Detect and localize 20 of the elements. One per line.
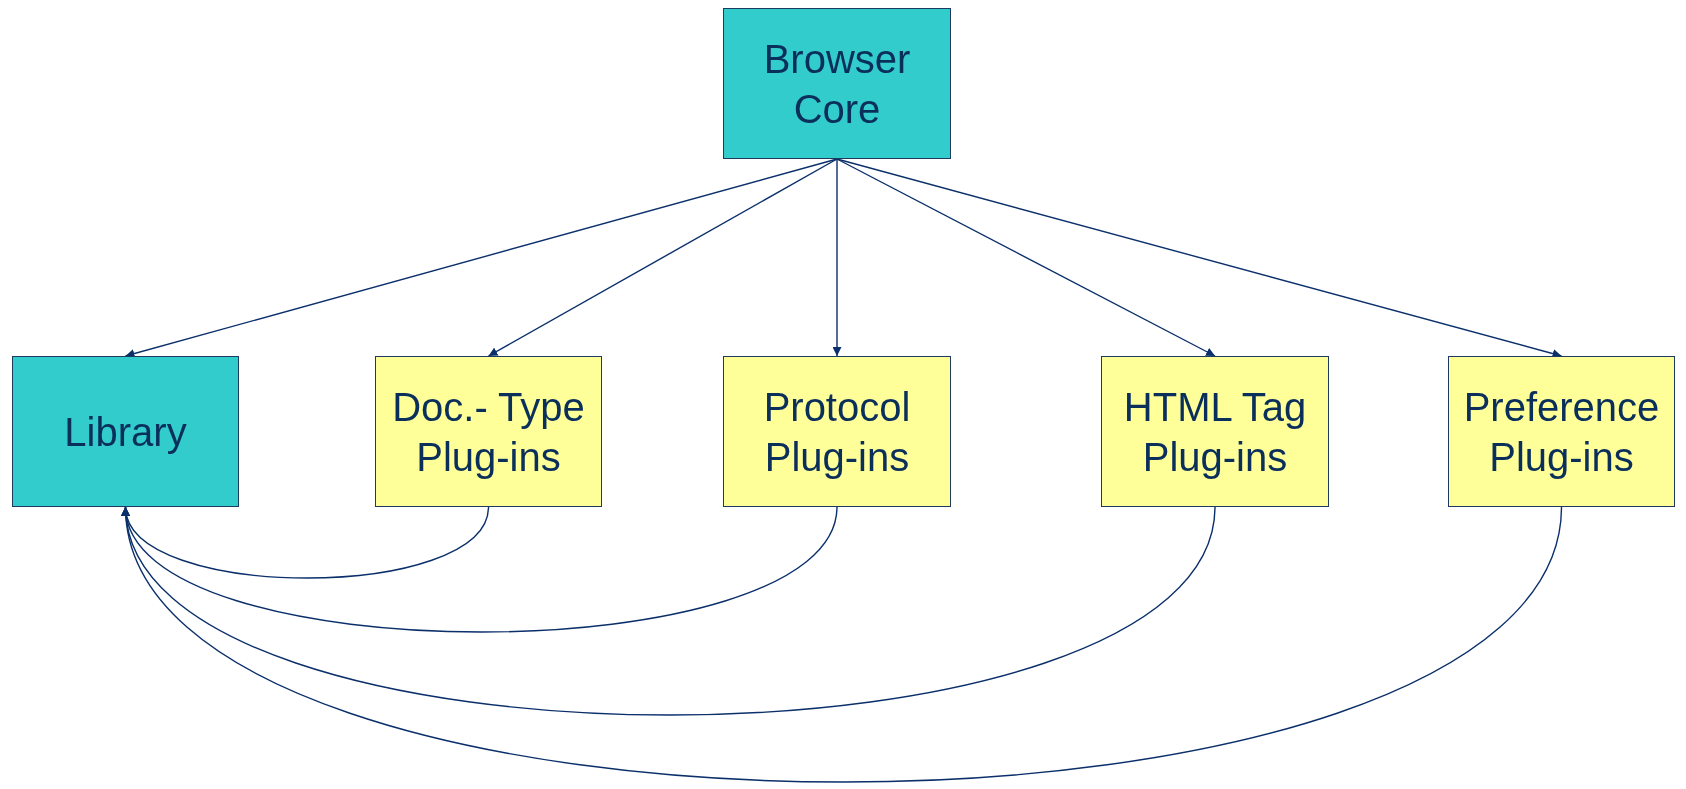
component-box [723, 8, 951, 159]
arrow [124, 506, 838, 633]
arrow [124, 506, 1216, 716]
plugin-box [375, 356, 602, 507]
box-label: HTML Tag Plug-ins [1122, 383, 1308, 481]
arrow [836, 158, 1563, 358]
arrow [836, 158, 1216, 357]
arrow [124, 506, 490, 579]
plugin-box [723, 356, 951, 507]
component-box [12, 356, 239, 507]
arrow [832, 158, 842, 357]
arrow [487, 158, 838, 357]
plugin-box [1101, 356, 1329, 507]
arrow [124, 158, 838, 358]
box-label: Preference Plug-ins [1462, 383, 1661, 481]
box-label: Library [63, 408, 188, 456]
box-label: Doc.- Type Plug-ins [391, 383, 586, 481]
box-label: Protocol Plug-ins [762, 383, 912, 481]
plugin-box [1448, 356, 1675, 507]
box-label: Browser Core [762, 35, 912, 133]
